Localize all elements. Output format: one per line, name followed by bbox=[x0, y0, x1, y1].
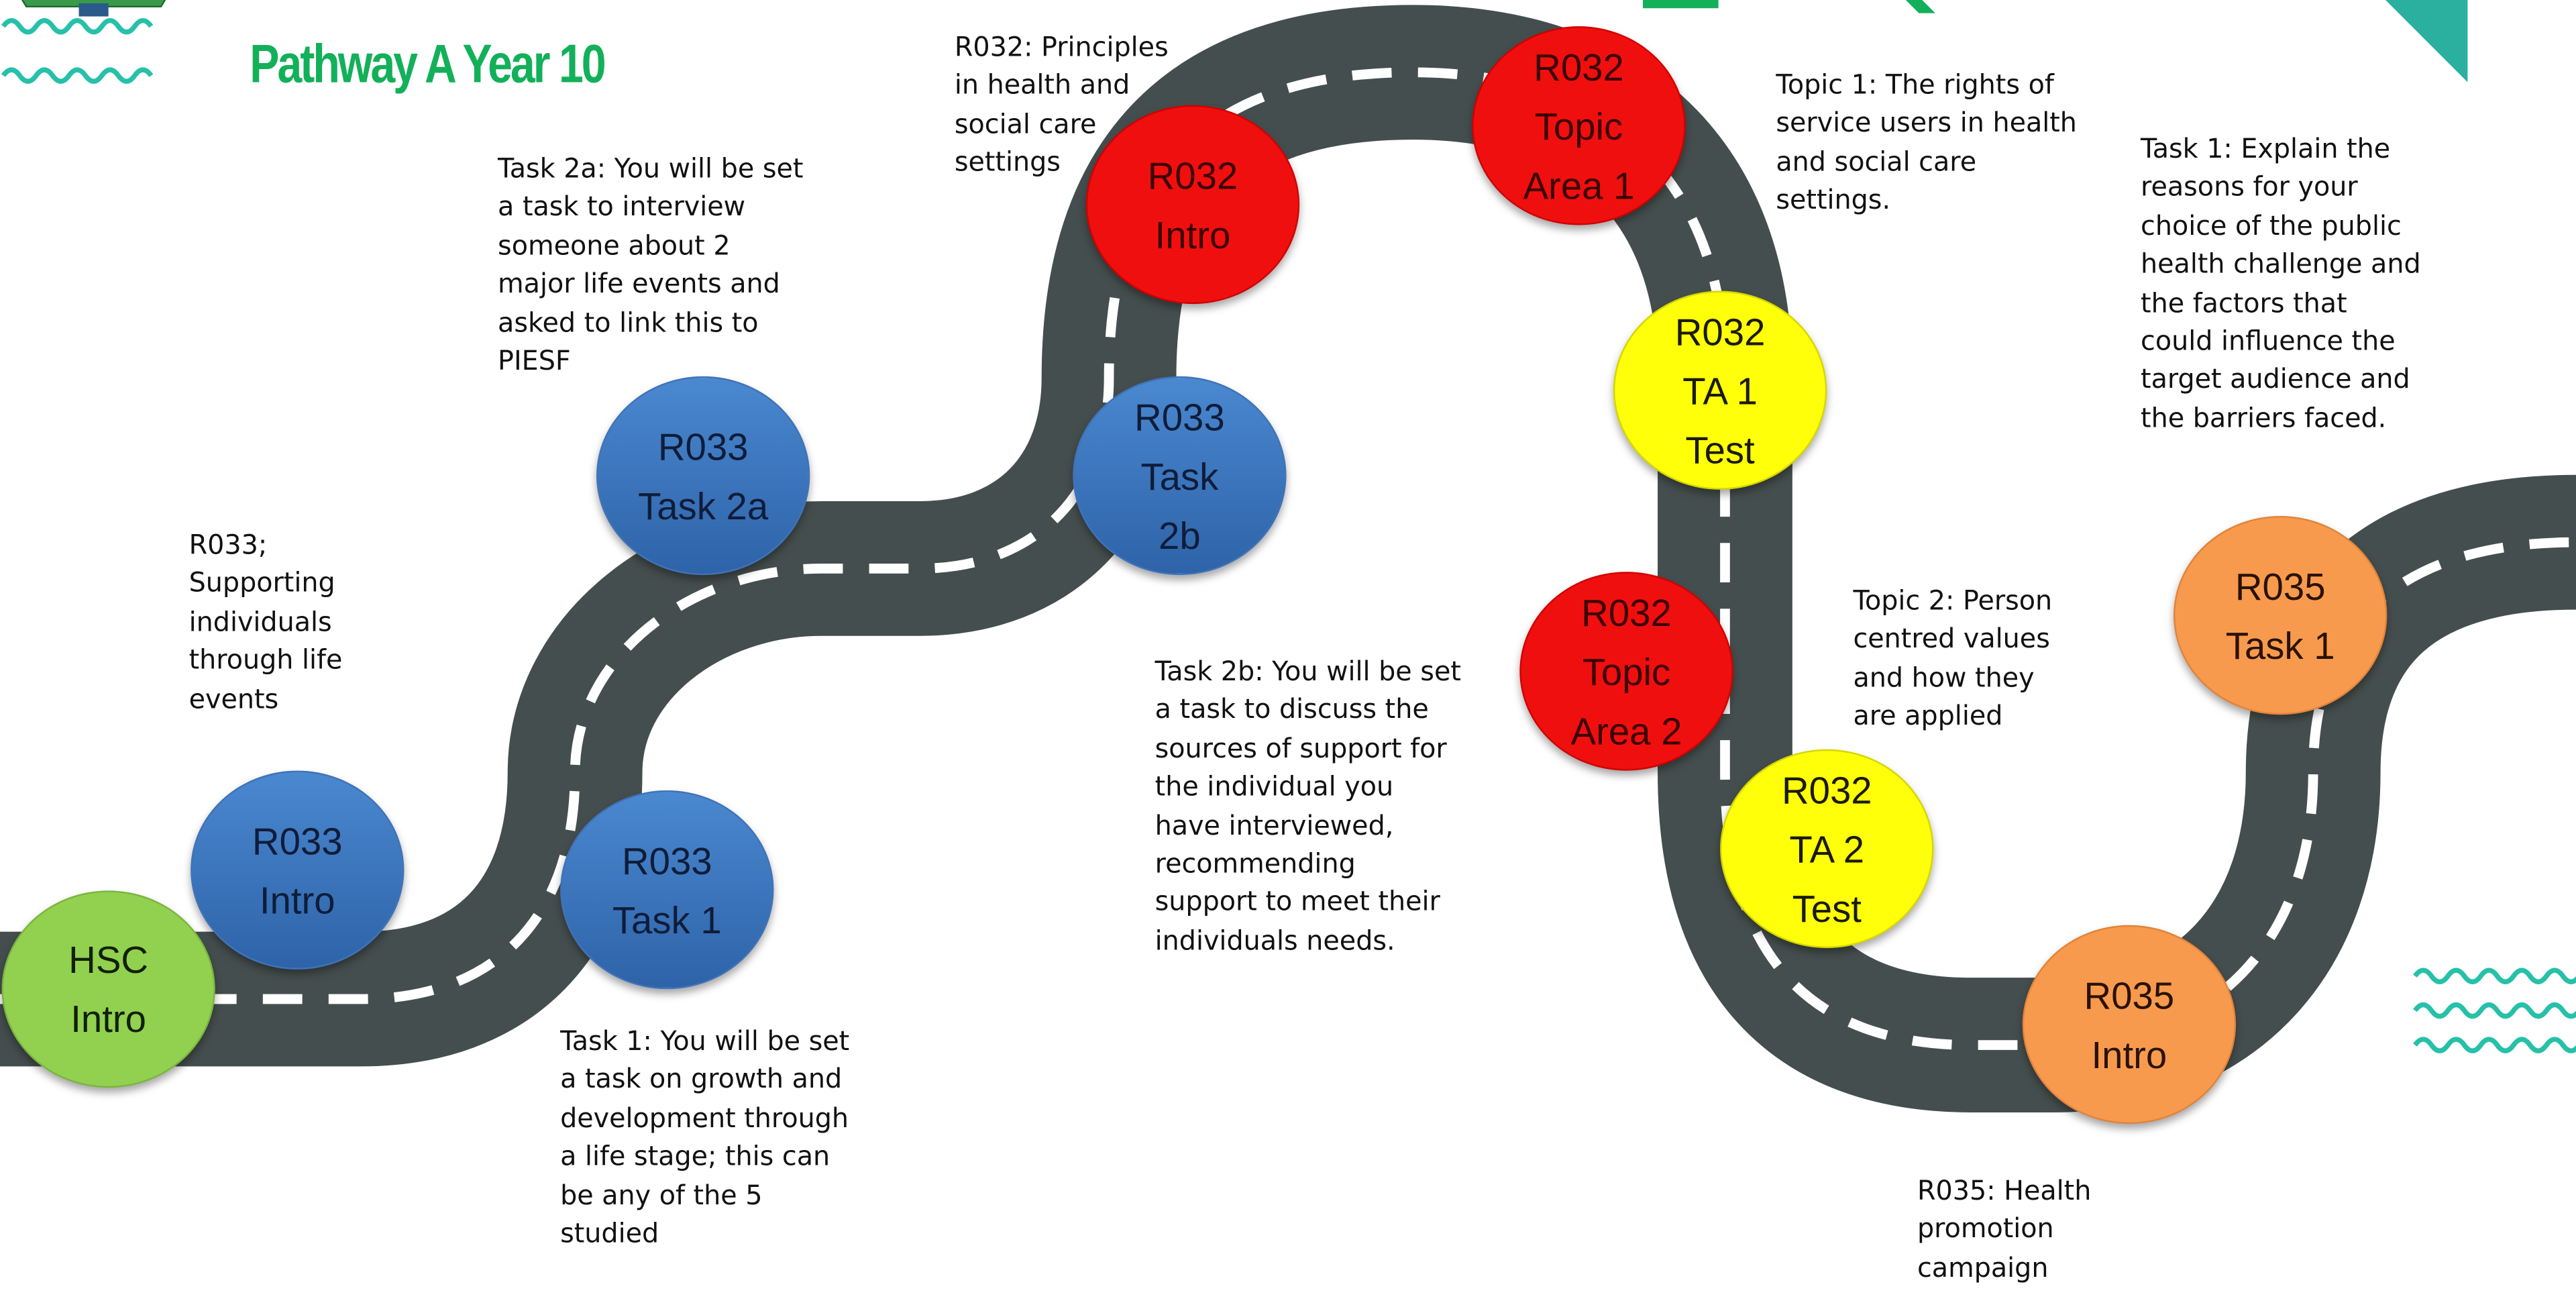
node-r032-topic2: R032 Topic Area 2 bbox=[1519, 572, 1733, 771]
note-task2a: Task 2a: You will be set a task to inter… bbox=[498, 152, 804, 376]
wave-decoration-bottom-right bbox=[2413, 968, 2576, 1053]
node-r032-ta1-test: R032 TA 1 Test bbox=[1613, 291, 1827, 490]
corner-triangle-decoration bbox=[2385, 0, 2468, 83]
node-r032-ta2-test: R032 TA 2 Test bbox=[1720, 749, 1934, 949]
road-centre-line bbox=[0, 67, 2576, 1050]
node-r035-intro: R035 Intro bbox=[2022, 925, 2237, 1125]
note-r035-unit: R035: Health promotion campaign bbox=[1917, 1175, 2092, 1284]
note-topic2: Topic 2: Person centred values and how t… bbox=[1853, 584, 2053, 732]
node-r033-task2b: R033 Task 2b bbox=[1073, 376, 1287, 576]
note-task1: Task 1: You will be set a task on growth… bbox=[560, 1025, 850, 1249]
node-r035-task1: R035 Task 1 bbox=[2174, 515, 2387, 715]
node-r033-task2a: R033 Task 2a bbox=[596, 376, 810, 576]
node-hsc-intro: HSC Intro bbox=[1, 890, 215, 1088]
note-r035-task1: Task 1: Explain the reasons for your cho… bbox=[2141, 133, 2421, 434]
cropped-heading-fragment bbox=[1643, 0, 1935, 13]
node-r032-intro: R032 Intro bbox=[1085, 105, 1300, 305]
node-r033-task1: R033 Task 1 bbox=[560, 790, 774, 990]
wave-decoration-top-left bbox=[1, 17, 154, 84]
note-r032-unit: R032: Principles in health and social ca… bbox=[954, 31, 1169, 178]
note-topic1: Topic 1: The rights of service users in … bbox=[1776, 68, 2077, 216]
note-task2b: Task 2b: You will be set a task to discu… bbox=[1155, 656, 1461, 956]
page-title: Pathway A Year 10 bbox=[250, 32, 606, 94]
node-r032-topic1: R032 Topic Area 1 bbox=[1472, 26, 1686, 225]
school-logo-icon bbox=[21, 0, 166, 17]
node-r033-intro: R033 Intro bbox=[191, 770, 405, 970]
note-r033-unit: R033; Supporting individuals through lif… bbox=[189, 529, 343, 715]
